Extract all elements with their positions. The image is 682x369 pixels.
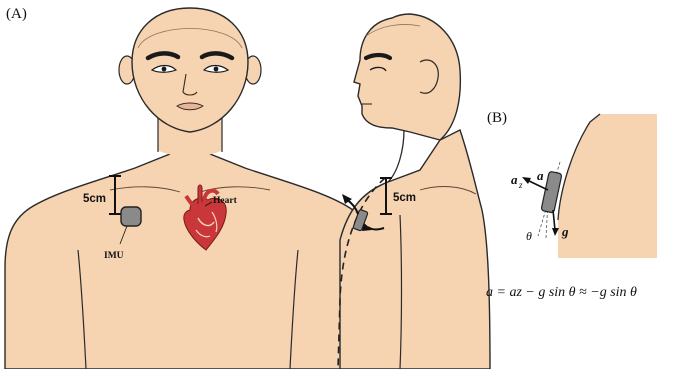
side-figure: 5cm [338,14,490,369]
inset-vector-az: a [511,172,518,187]
front-torso [5,152,372,369]
side-head [354,14,460,140]
side-distance-label: 5cm [393,192,416,204]
heart-label: Heart [213,196,238,206]
front-figure: 5cm IMU Heart [5,8,372,369]
inset-vector-a: a [537,168,544,183]
front-imu-sensor [121,207,141,226]
inset-angle-label: θ [526,229,532,243]
front-distance-label: 5cm [83,193,106,205]
equation: a = az − g sin θ ≈ −g sin θ [486,285,637,300]
front-head [132,8,248,132]
side-torso [340,130,490,369]
inset-chest-shape [558,114,657,258]
inset-vector-az-subscript: z [518,180,523,190]
front-imu-label: IMU [104,251,124,261]
inset-vector-g: g [561,224,569,239]
inset-figure: a z a g θ [511,114,657,258]
